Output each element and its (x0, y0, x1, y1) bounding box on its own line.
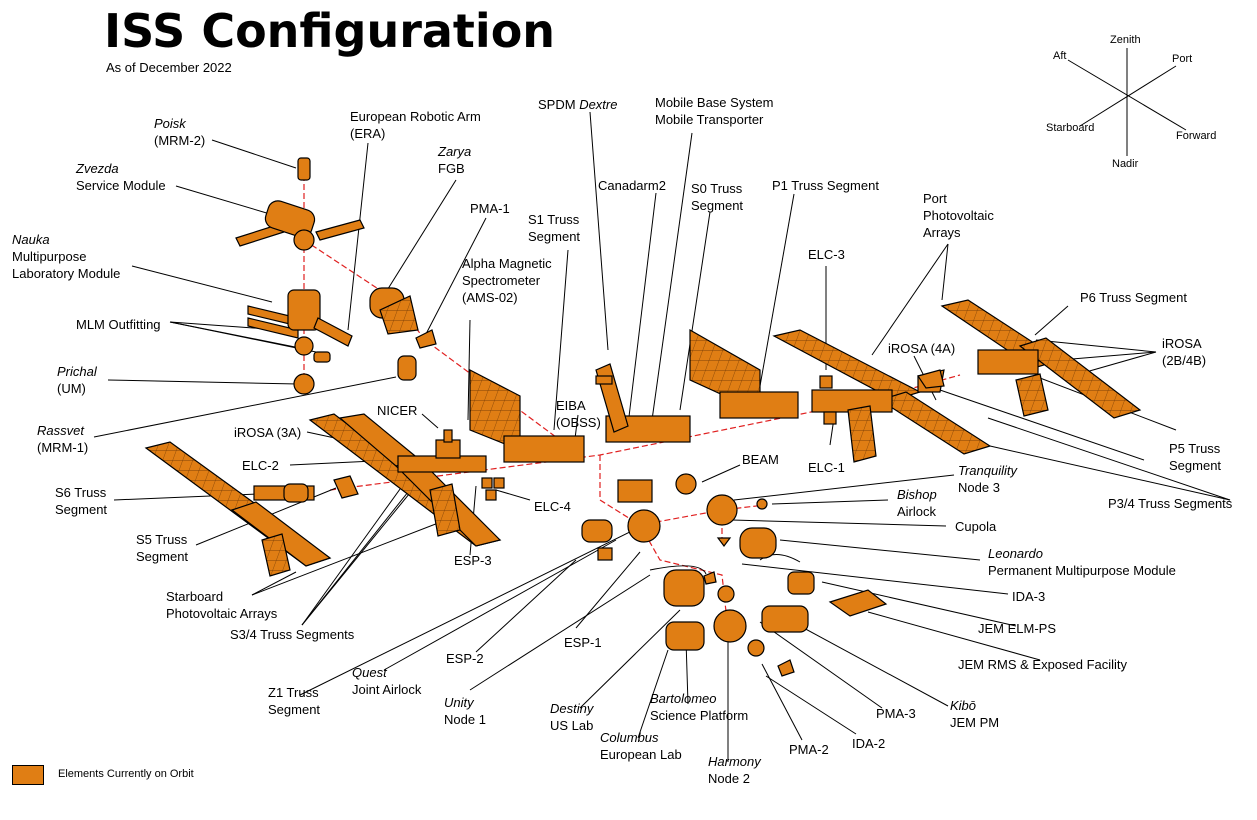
label-jem-elm: JEM ELM-PS (978, 621, 1057, 636)
axis-forward-label: Forward (1176, 130, 1217, 142)
label-elc2: ELC-2 (242, 458, 279, 473)
label-spdm: SPDM Dextre (538, 97, 618, 112)
label-poisk: Poisk(MRM-2) (154, 116, 206, 148)
page-title: ISS Configuration (104, 4, 556, 58)
label-jem-rms: JEM RMS & Exposed Facility (958, 657, 1128, 672)
label-s34: S3/4 Truss Segments (230, 627, 355, 642)
label-pma3: PMA-3 (876, 706, 916, 721)
label-ida3: IDA-3 (1012, 589, 1046, 604)
label-prichal: Prichal(UM) (57, 364, 97, 396)
label-era: European Robotic Arm(ERA) (350, 109, 481, 141)
label-elc3: ELC-3 (808, 247, 845, 262)
label-rassvet: Rassvet(MRM-1) (37, 423, 89, 455)
label-nicer: NICER (377, 403, 418, 418)
label-elc4: ELC-4 (534, 499, 571, 514)
leader-lines (93, 111, 1231, 762)
label-pma1: PMA-1 (470, 201, 510, 216)
axis-zenith-label: Zenith (1110, 34, 1141, 46)
label-ida2: IDA-2 (852, 736, 886, 751)
legend-label: Elements Currently on Orbit (58, 768, 194, 780)
orientation-compass (1067, 48, 1187, 156)
label-pma2: PMA-2 (789, 742, 829, 757)
station-modules (144, 157, 1142, 677)
axis-nadir-label: Nadir (1112, 158, 1139, 170)
page-subtitle: As of December 2022 (106, 60, 232, 75)
legend-swatch (12, 765, 44, 785)
axis-port-label: Port (1172, 53, 1193, 65)
label-eiba: EIBA(OBSS) (556, 398, 601, 430)
label-esp2: ESP-2 (446, 651, 484, 666)
label-p1: P1 Truss Segment (772, 178, 879, 193)
label-cupola: Cupola (955, 519, 997, 534)
label-irosa-4a: iROSA (4A) (888, 341, 956, 356)
label-elc1: ELC-1 (808, 460, 845, 475)
label-canadarm2: Canadarm2 (598, 178, 666, 193)
label-irosa-2b4b: iROSA(2B/4B) (1162, 336, 1207, 368)
label-beam: BEAM (742, 452, 779, 467)
label-esp3: ESP-3 (454, 553, 492, 568)
label-p34: P3/4 Truss Segments (1108, 496, 1233, 511)
label-esp1: ESP-1 (564, 635, 602, 650)
label-mlm-outfitting: MLM Outfitting (76, 317, 161, 332)
label-p6: P6 Truss Segment (1080, 290, 1187, 305)
axis-starboard-label: Starboard (1046, 122, 1095, 134)
label-irosa-3a: iROSA (3A) (234, 425, 302, 440)
axis-aft-label: Aft (1053, 50, 1067, 62)
